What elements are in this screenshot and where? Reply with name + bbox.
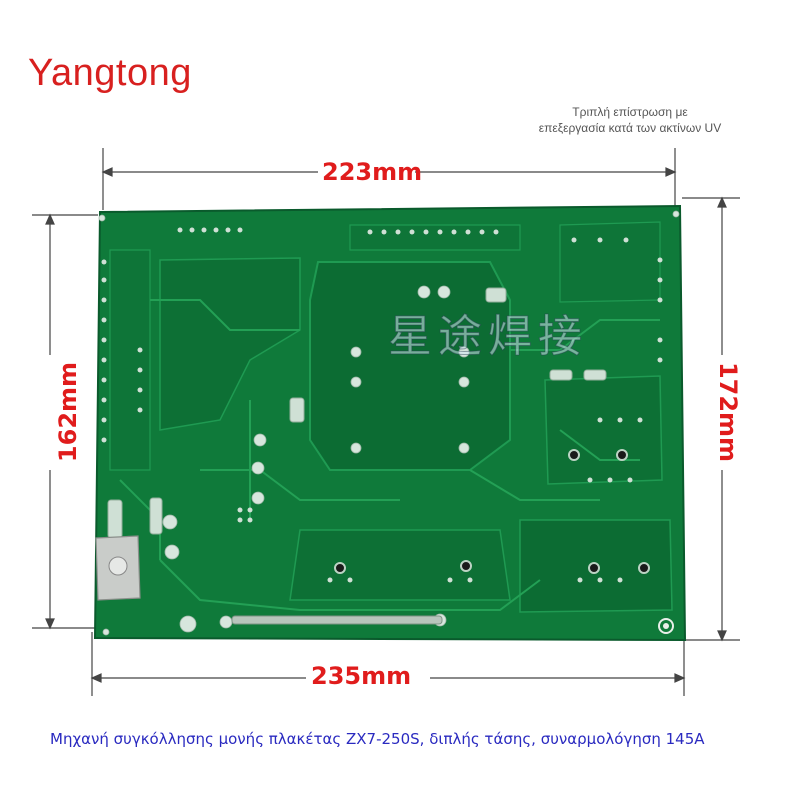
watermark-text: 星途焊接 <box>388 311 588 363</box>
dimension-bottom: 235mm <box>311 662 412 690</box>
product-caption: Μηχανή συγκόλλησης μονής πλακέτας ZX7-25… <box>50 730 705 748</box>
dimension-right: 172mm <box>714 361 743 463</box>
uv-coating-note: Τριπλή επίστρωση με επεξεργασία κατά των… <box>500 104 760 136</box>
uv-note-line-2: επεξεργασία κατά των ακτίνων UV <box>538 121 722 135</box>
uv-note-line-1: Τριπλή επίστρωση με <box>572 105 688 119</box>
dimension-lines <box>32 148 740 696</box>
dimension-top: 223mm <box>322 158 423 186</box>
brand-name: Yangtong <box>28 52 192 94</box>
circuit-board <box>93 204 687 642</box>
dimension-left: 162mm <box>54 361 83 463</box>
